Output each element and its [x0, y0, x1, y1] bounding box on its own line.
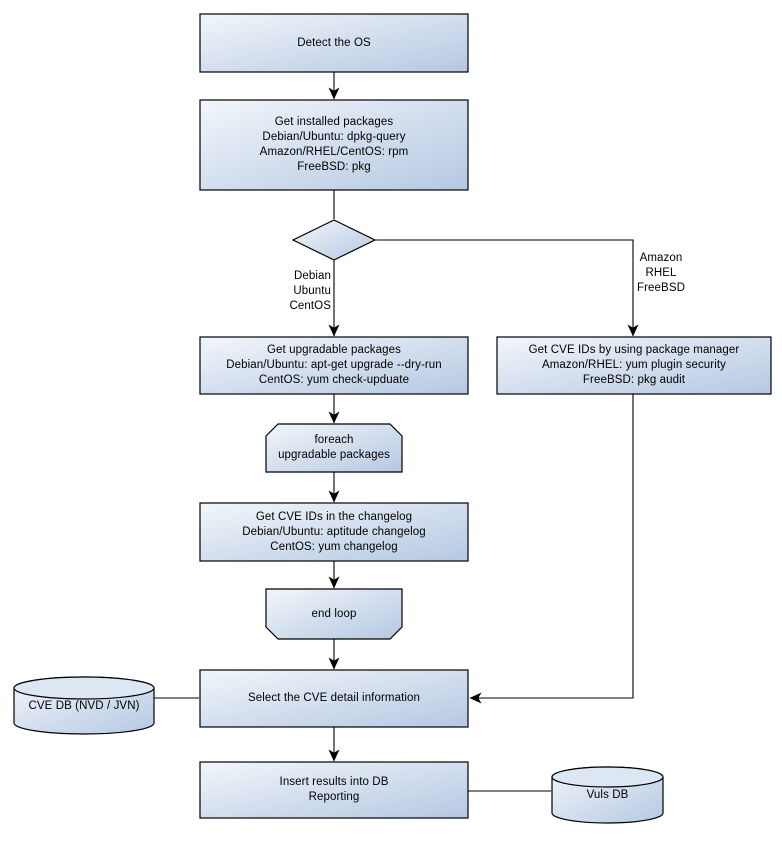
label-line: CentOS: yum check-upduate — [258, 374, 410, 386]
label-line: FreeBSD: pkg audit — [582, 374, 686, 386]
edge-label-right-branch: Amazon RHEL FreeBSD — [611, 251, 711, 296]
label-line: FreeBSD — [637, 282, 685, 294]
edge-label-left-branch: Debian Ubuntu CentOS — [231, 269, 331, 314]
node-get-installed-packages-label: Get installed packages Debian/Ubuntu: dp… — [200, 100, 468, 190]
node-select-cve-detail-label: Select the CVE detail information — [200, 670, 468, 727]
vuls-db-cylinder-top — [551, 766, 664, 788]
label-line: Get CVE IDs by using package manager — [528, 344, 740, 356]
label-line: Amazon/RHEL/CentOS: rpm — [259, 146, 409, 158]
node-get-installed-packages-shape — [199, 99, 469, 191]
node-get-upgradable-packages-label: Get upgradable packages Debian/Ubuntu: a… — [200, 337, 468, 394]
label-line: Detect the OS — [297, 36, 371, 49]
label-line: RHEL — [645, 267, 677, 279]
edge-decision-to-package-manager — [375, 239, 639, 337]
node-vuls-db-label: Vuls DB — [552, 776, 663, 814]
label-line: CentOS — [289, 300, 331, 312]
label-line: Select the CVE detail information — [247, 692, 421, 704]
label-line: Debian/Ubuntu: apt-get upgrade --dry-run — [226, 359, 442, 371]
node-cve-db-label: CVE DB (NVD / JVN) — [14, 687, 154, 725]
label-line: Debian/Ubuntu: aptitude changelog — [242, 525, 426, 538]
label-line: CVE DB (NVD / JVN) — [28, 699, 140, 712]
label-line: Amazon/RHEL: yum plugin security — [541, 359, 727, 371]
node-get-upgradable-packages-shape — [199, 336, 469, 395]
node-select-cve-detail-shape — [199, 669, 469, 728]
label-line: Amazon — [639, 252, 683, 264]
node-end-loop-label: end loop — [266, 589, 402, 639]
node-os-decision-shape — [291, 219, 377, 261]
node-get-cve-ids-changelog-label: Get CVE IDs in the changelog Debian/Ubun… — [200, 503, 468, 561]
label-line: Ubuntu — [293, 285, 331, 297]
node-detect-os-label: Detect the OS — [200, 14, 468, 72]
label-line: Get installed packages — [274, 116, 394, 128]
node-insert-results-shape — [199, 761, 469, 819]
label-line: upgradable packages — [278, 449, 390, 461]
label-line: Debian — [293, 270, 331, 282]
node-get-cve-ids-package-manager-label: Get CVE IDs by using package manager Ama… — [497, 337, 771, 394]
label-line: Insert results into DB — [279, 776, 389, 788]
label-line: Debian/Ubuntu: dpkg-query — [262, 131, 406, 143]
node-insert-results-label: Insert results into DB Reporting — [200, 762, 468, 818]
node-get-cve-ids-changelog-shape — [199, 502, 469, 562]
cve-db-cylinder-top — [13, 676, 155, 700]
label-line: Reporting — [308, 791, 360, 803]
node-get-cve-ids-package-manager-shape — [496, 336, 772, 395]
edge-package-manager-to-select — [469, 394, 634, 704]
label-line: FreeBSD: pkg — [297, 161, 371, 173]
label-line: Vuls DB — [586, 788, 629, 801]
label-line: end loop — [311, 607, 357, 620]
node-detect-os-shape — [199, 13, 469, 73]
node-end-loop-shape — [265, 588, 403, 640]
node-foreach-loop-start-shape — [265, 423, 403, 473]
label-line: foreach — [314, 434, 354, 446]
label-line: Get CVE IDs in the changelog — [255, 510, 413, 523]
label-line: CentOS: yum changelog — [270, 540, 398, 553]
label-line: Get upgradable packages — [266, 344, 401, 356]
node-foreach-loop-start-label: foreach upgradable packages — [266, 424, 402, 472]
